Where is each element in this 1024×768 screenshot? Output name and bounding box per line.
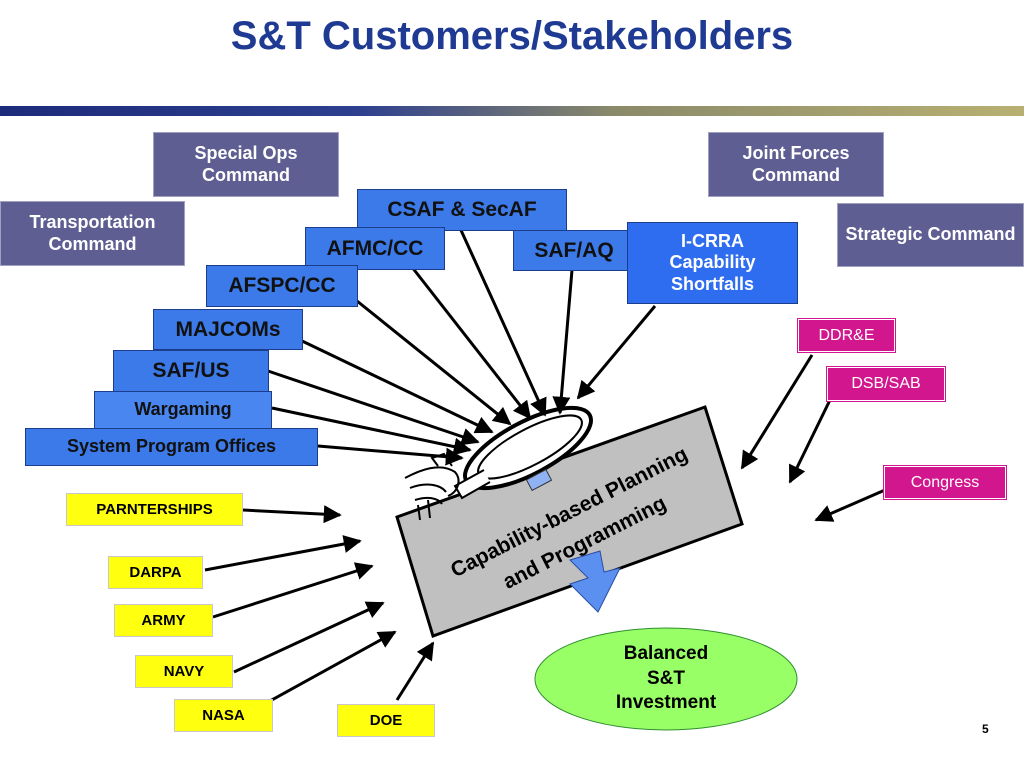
- army-box: ARMY: [114, 604, 213, 637]
- balanced-investment-label: Balanced S&T Investment: [615, 642, 717, 714]
- cbp-box: [395, 405, 744, 638]
- wargaming-box: Wargaming: [94, 391, 272, 429]
- afmc-cc-box: AFMC/CC: [305, 227, 445, 270]
- partnerships-box: PARNTERSHIPS: [66, 493, 243, 526]
- navy-box: NAVY: [135, 655, 233, 688]
- page-title: S&T Customers/Stakeholders: [230, 14, 794, 58]
- magnifying-glass-icon: [453, 405, 594, 500]
- nasa-box: NASA: [174, 699, 273, 732]
- joint-forces-command-box: Joint Forces Command: [708, 132, 884, 197]
- majcoms-box: MAJCOMs: [153, 309, 303, 350]
- transportation-command-box: Transportation Command: [0, 201, 185, 266]
- hand-icon: [404, 452, 460, 521]
- balanced-investment-ellipse: [534, 627, 798, 731]
- congress-box: Congress: [883, 465, 1007, 500]
- saf-aq-box: SAF/AQ: [513, 230, 635, 271]
- down-arrow: [569, 550, 621, 613]
- title-divider: [0, 106, 1024, 116]
- page-number: 5: [982, 722, 989, 736]
- afspc-cc-box: AFSPC/CC: [206, 265, 358, 307]
- special-ops-command-box: Special Ops Command: [153, 132, 339, 197]
- dsb-sab-box: DSB/SAB: [826, 366, 946, 402]
- icrra-capability-shortfalls-box: I-CRRA Capability Shortfalls: [627, 222, 798, 304]
- csaf-secaf-box: CSAF & SecAF: [357, 189, 567, 231]
- arrows: [204, 227, 886, 714]
- saf-us-box: SAF/US: [113, 350, 269, 392]
- doe-box: DOE: [337, 704, 435, 737]
- darpa-box: DARPA: [108, 556, 203, 589]
- system-program-offices-box: System Program Offices: [25, 428, 318, 466]
- strategic-command-box: Strategic Command: [837, 203, 1024, 267]
- ddre-box: DDR&E: [797, 318, 896, 353]
